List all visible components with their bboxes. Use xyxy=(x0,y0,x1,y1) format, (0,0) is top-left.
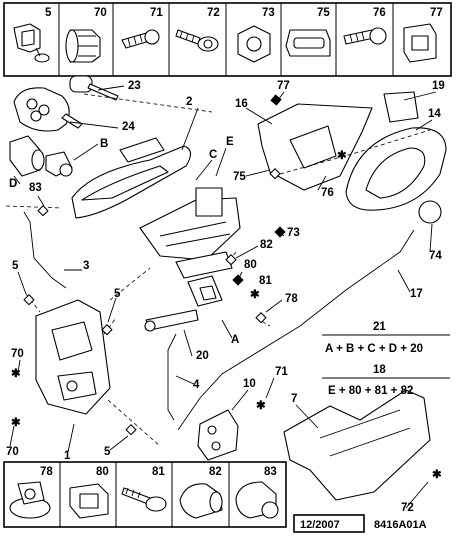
callout-6: 14 xyxy=(428,108,441,120)
callout-33: 5 xyxy=(104,446,111,458)
top-label-4: 73 xyxy=(262,7,275,19)
callout-21: 17 xyxy=(410,288,423,300)
plug-part-70 xyxy=(65,29,101,63)
outer-handle xyxy=(71,137,192,219)
top-label-7: 77 xyxy=(430,7,443,19)
clip-part-78 xyxy=(9,481,51,519)
bracket-16 xyxy=(257,94,373,191)
lock-cylinders xyxy=(9,135,73,177)
top-label-5: 75 xyxy=(317,7,330,19)
screw-washer-part-72 xyxy=(175,29,219,52)
callout-17: 3 xyxy=(83,260,89,272)
callout-34: 72 xyxy=(401,502,414,514)
nut-part-73 xyxy=(237,25,271,63)
bottom-parts-row: 78 80 81 82 83 xyxy=(3,461,287,528)
svg-text:✱: ✱ xyxy=(11,368,21,380)
callout-11: 76 xyxy=(321,187,334,199)
top-label-2: 71 xyxy=(150,7,163,19)
bottom-label-2: 81 xyxy=(152,466,165,478)
callout-3: 77 xyxy=(277,80,290,92)
bottom-label-3: 82 xyxy=(209,466,222,478)
rod-3 xyxy=(23,211,67,289)
callout-1: 24 xyxy=(122,121,135,133)
footer-date: 12/2007 xyxy=(300,519,340,531)
callout-19: 80 xyxy=(244,259,257,271)
key-remote xyxy=(13,75,119,132)
top-label-0: 5 xyxy=(45,7,52,19)
callout-15: 74 xyxy=(429,250,442,262)
svg-text:✱: ✱ xyxy=(11,417,21,429)
callout-7: B xyxy=(100,138,108,150)
equation-18-formula: E + 80 + 81 + 82 xyxy=(328,385,413,397)
callout-29: 71 xyxy=(275,366,288,378)
callout-10: 75 xyxy=(233,171,246,183)
handle-mechanism xyxy=(139,187,241,279)
footer-code: 8416A01A xyxy=(374,519,427,531)
clip-part-5 xyxy=(13,23,50,63)
callout-30: 7 xyxy=(291,393,297,405)
grommet-part-75 xyxy=(285,29,331,57)
svg-text:✱: ✱ xyxy=(337,150,347,162)
equation-block-21: 21 A + B + C + D + 20 xyxy=(322,321,450,355)
callout-18: 5 xyxy=(12,260,19,272)
screw-part-81 xyxy=(121,487,167,512)
callout-14: 73 xyxy=(287,227,300,239)
clip-nut-part-77 xyxy=(403,23,437,63)
screw-part-71 xyxy=(121,29,160,49)
footer: 12/2007 8416A01A xyxy=(293,514,427,533)
callout-0: 23 xyxy=(128,80,141,92)
panel-7 xyxy=(283,389,431,501)
callout-32: 1 xyxy=(64,450,71,462)
equation-21-label: 21 xyxy=(373,321,386,333)
callout-8: C xyxy=(209,149,217,161)
callout-26: 20 xyxy=(196,350,209,362)
equation-18-label: 18 xyxy=(373,364,386,376)
bottom-label-4: 83 xyxy=(264,466,277,478)
lock-body xyxy=(35,299,111,415)
callout-13: 83 xyxy=(29,182,42,194)
callout-22: 78 xyxy=(285,293,298,305)
clip-part-80 xyxy=(69,483,109,519)
top-parts-row: 5 70 71 72 73 75 76 77 xyxy=(3,2,452,77)
equation-block-18: 18 E + 80 + 81 + 82 xyxy=(322,364,450,397)
callout-labels: 23 24 2 77 16 19 14 B C E 75 76 D 83 73 … xyxy=(6,80,445,514)
callout-23: 5 xyxy=(114,288,121,300)
door-mechanism-drawing: ✱ ✱ ✱ ✱ ✱ ✱ 23 24 2 77 16 19 14 B C E 75… xyxy=(5,75,450,514)
cap-part-83 xyxy=(235,481,279,519)
bottom-label-0: 78 xyxy=(40,466,53,478)
svg-text:✱: ✱ xyxy=(250,289,260,301)
markers: ✱ ✱ ✱ ✱ ✱ ✱ xyxy=(11,150,442,481)
callout-31: 70 xyxy=(6,446,19,458)
callout-25: A xyxy=(231,334,239,346)
top-label-1: 70 xyxy=(94,7,107,19)
callout-16: 82 xyxy=(260,239,273,251)
bracket-10 xyxy=(197,409,239,461)
bracket-80 xyxy=(187,275,223,307)
cap-part-82 xyxy=(179,483,223,519)
callout-28: 10 xyxy=(243,378,256,390)
equation-21-formula: A + B + C + D + 20 xyxy=(325,343,423,355)
top-label-3: 72 xyxy=(207,7,220,19)
rod-assembly-20 xyxy=(144,309,199,421)
callout-24: 70 xyxy=(11,348,24,360)
cable-17 xyxy=(177,229,415,431)
callout-9: E xyxy=(226,136,234,148)
callout-12: D xyxy=(9,178,17,190)
svg-text:✱: ✱ xyxy=(256,400,266,412)
top-label-6: 76 xyxy=(373,7,386,19)
screw-part-76 xyxy=(343,27,387,45)
callout-4: 16 xyxy=(235,98,248,110)
callout-5: 19 xyxy=(432,80,445,92)
svg-text:✱: ✱ xyxy=(432,469,442,481)
callout-27: 4 xyxy=(193,379,200,391)
callout-20: 81 xyxy=(259,275,272,287)
bottom-label-1: 80 xyxy=(96,466,109,478)
callout-2: 2 xyxy=(186,96,192,108)
